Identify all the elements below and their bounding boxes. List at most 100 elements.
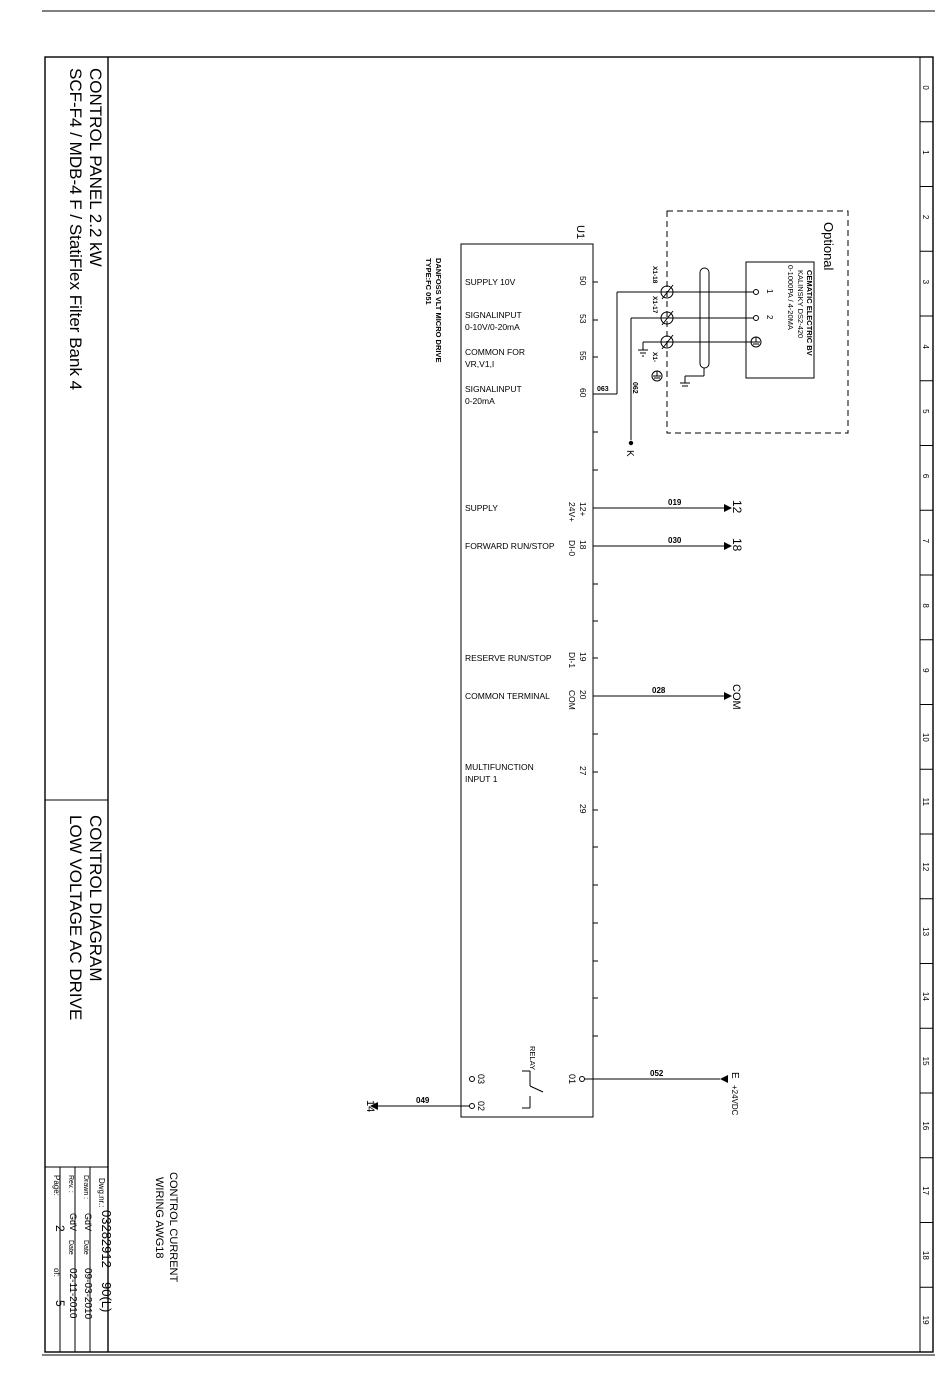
terminal-label: SIGNALINPUT <box>465 310 522 320</box>
drive-body <box>460 243 594 1118</box>
terminal-alt: DI-0 <box>567 540 577 556</box>
dwg-label: Dwg.nr.: <box>97 1178 106 1207</box>
ruler-label: 19 <box>921 1316 930 1325</box>
ruler-label: 13 <box>921 927 930 936</box>
x1-17-label: X1-17 <box>651 296 658 314</box>
ruler-label: 9 <box>921 668 930 673</box>
dest-24vdc: +24VDC <box>730 1085 739 1116</box>
relay-terminal-03 <box>469 1076 475 1082</box>
relay-terminal-01 <box>579 1076 585 1082</box>
wire-019-label: 019 <box>668 498 682 507</box>
drive-name-line-1: DANFOSS VLT MICRO DRIVE <box>434 258 443 362</box>
ruler-label: 4 <box>921 344 930 349</box>
terminal-number: 29 <box>578 804 588 814</box>
arrow-049 <box>370 1102 378 1110</box>
of-label: of: <box>52 1268 61 1277</box>
rev-date: 02-11-2010 <box>67 1268 78 1319</box>
arrow-019 <box>724 504 732 512</box>
terminal-label: MULTIFUNCTION <box>465 762 534 772</box>
terminal-label: SUPPLY <box>465 503 498 513</box>
sensor-line-3: 0-1000PA / 4-20MA <box>786 265 795 330</box>
sensor-pin-2-label: 2 <box>765 315 774 320</box>
note-line-1: CONTROL CURRENT <box>167 1172 179 1282</box>
dest-18: 18 <box>730 538 744 552</box>
terminal-label: COMMON FOR <box>465 347 525 357</box>
ruler-label: 18 <box>921 1251 930 1260</box>
sensor-pin-1-label: 1 <box>765 289 774 294</box>
arrow-052 <box>720 1075 728 1083</box>
relay-terminal-02 <box>469 1103 475 1109</box>
terminal-label-sub: 0-10V/0-20mA <box>465 322 520 332</box>
terminal-label-sub: VR,V1,I <box>465 359 494 369</box>
ruler-label: 0 <box>921 85 930 90</box>
shield-cable <box>680 267 710 387</box>
ruler-label: 12 <box>921 862 930 871</box>
dwg-number: 03282912 <box>99 1210 114 1268</box>
terminal-label-sub: 0-20mA <box>465 396 495 406</box>
dest-e: E <box>729 1072 740 1079</box>
relay-label: RELAY <box>528 1046 537 1070</box>
dest-k: K <box>624 450 635 457</box>
terminal-label: FORWARD RUN/STOP <box>465 541 555 551</box>
wire-052-label: 052 <box>650 1069 664 1078</box>
drawn-by: GdV <box>83 1213 93 1231</box>
drawn-label: Drawn : <box>82 1175 89 1199</box>
ruler-label: 15 <box>921 1057 930 1066</box>
relay-term-02-label: 02 <box>476 1101 486 1111</box>
optional-title: Optional <box>821 222 836 271</box>
wire-049-label: 049 <box>416 1096 430 1105</box>
ruler-label: 16 <box>921 1121 930 1130</box>
terminal-label: RESERVE RUN/STOP <box>465 653 552 663</box>
relay-term-03-label: 03 <box>476 1074 486 1084</box>
wire-028-label: 028 <box>652 686 666 695</box>
x1-pe-label: X1- <box>651 352 658 362</box>
ruler-label: 3 <box>921 280 930 285</box>
x1-18-label: X1-18 <box>651 266 658 284</box>
page-total: 5 <box>53 1300 67 1307</box>
terminal-number: 53 <box>578 314 588 324</box>
dest-12: 12 <box>730 500 744 514</box>
sensor-line-1: CEMATIC ELECTRIC BV <box>805 270 814 356</box>
optional-box <box>666 210 849 434</box>
relay-term-01-label: 01 <box>567 1074 577 1084</box>
terminal-number: 20 <box>578 690 588 700</box>
terminal-number: 50 <box>578 276 588 286</box>
dest-14: 14 <box>364 1100 376 1112</box>
ruler-label: 11 <box>921 798 930 807</box>
terminal-number: 60 <box>578 388 588 398</box>
ruler-label: 1 <box>921 150 930 155</box>
note-line-2: WIRING AWG18 <box>153 1177 165 1259</box>
wire-062-label: 062 <box>631 382 638 394</box>
drawn-date: 09-03-2010 <box>82 1268 93 1320</box>
arrow-030 <box>724 542 732 550</box>
terminal-number: 55 <box>578 351 588 361</box>
terminal-label: COMMON TERMINAL <box>465 691 550 701</box>
rev-by: GdV <box>68 1213 78 1231</box>
terminal-alt: DI-1 <box>567 652 577 668</box>
terminal-label: SUPPLY 10V <box>465 277 516 287</box>
earth-icon <box>651 370 663 382</box>
page-number: 2 <box>53 1225 67 1232</box>
terminal-alt: COM <box>567 690 577 710</box>
terminal-number: 18 <box>578 540 588 550</box>
rev-label: Rev. : <box>67 1175 74 1193</box>
rev-date-label: Date <box>67 1240 74 1255</box>
ruler-label: 14 <box>921 992 930 1001</box>
sensor-earth-icon <box>750 336 762 348</box>
ruler-label: 6 <box>921 474 930 479</box>
terminal-number: 19 <box>578 652 588 662</box>
panel-subtitle: SCF-F4 / MDB-4 F / StatiFlex Filter Bank… <box>66 68 85 390</box>
terminal-label-sub: INPUT 1 <box>465 774 498 784</box>
drive-name-line-2: TYPE:FC 051 <box>424 258 433 305</box>
arrow-028 <box>724 692 732 700</box>
pressure-sensor <box>745 261 815 379</box>
ruler-label: 8 <box>921 603 930 608</box>
terminal-number: 12+ <box>578 502 588 516</box>
diagram-subtitle: LOW VOLTAGE AC DRIVE <box>66 815 85 1020</box>
sensor-pin-2 <box>753 315 759 321</box>
sensor-line-2: KALINSKY DS2-420 <box>796 270 805 338</box>
